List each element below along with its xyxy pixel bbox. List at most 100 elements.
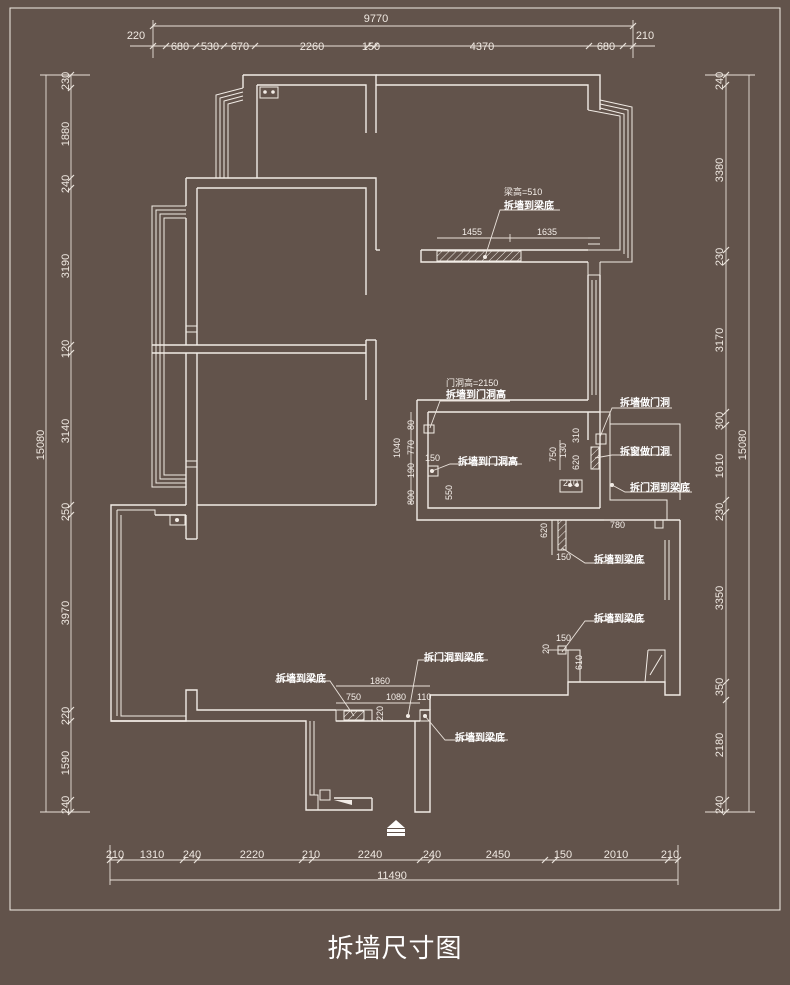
bottom-dim-9: 150 (554, 849, 572, 861)
beam-dim-right: 1635 (537, 227, 557, 237)
dim-130: 130 (558, 443, 568, 458)
bottom-dim-10: 2010 (604, 849, 628, 861)
top-dim-5: 2260 (300, 41, 324, 53)
left-dim-1: 230 (60, 72, 72, 90)
dim-150-b: 150 (556, 552, 571, 562)
dim-310: 310 (571, 428, 581, 443)
top-dimension-chain (130, 20, 655, 58)
dim-210: 210 (563, 478, 578, 488)
dimension-tick (67, 511, 75, 519)
dimension-tick (722, 81, 730, 89)
dim-780: 780 (610, 520, 625, 530)
dim-770: 770 (406, 440, 416, 455)
bottom-dim-4: 2220 (240, 849, 264, 861)
dimension-tick (722, 508, 730, 516)
dim-110: 110 (417, 692, 431, 702)
dimension-tick (722, 421, 730, 429)
dimension-tick (179, 856, 187, 864)
note-door-beam-2: 拆门洞到梁底 (424, 651, 484, 664)
left-dim-5: 120 (60, 340, 72, 358)
dim-1080: 1080 (386, 692, 406, 702)
dimension-tick (220, 42, 228, 50)
drawing-caption: 拆墙尺寸图 (327, 934, 463, 964)
bottom-dim-2: 1310 (140, 849, 164, 861)
note-wall-beam-2: 拆墙到梁底 (594, 553, 644, 566)
right-dimension-chain (705, 71, 755, 816)
left-dim-7: 250 (60, 503, 72, 521)
left-dim-10: 1590 (60, 751, 72, 775)
dimension-tick (67, 808, 75, 816)
dimension-tick (722, 796, 730, 804)
left-dim-3: 240 (60, 175, 72, 193)
dimension-tick (722, 258, 730, 266)
left-dim-9: 220 (60, 707, 72, 725)
dimension-tick (427, 856, 435, 864)
dimension-tick (106, 856, 114, 864)
dimension-tick (298, 856, 306, 864)
dimension-tick (67, 84, 75, 92)
right-dim-11: 240 (714, 796, 726, 814)
dim-150-a: 150 (425, 453, 440, 463)
dim-80: 80 (406, 420, 416, 430)
dimension-tick (162, 42, 170, 50)
dimension-tick (67, 71, 75, 79)
dim-550: 550 (444, 485, 454, 500)
dimension-tick (664, 856, 672, 864)
note-wall-beam-3: 拆墙到梁底 (594, 612, 644, 625)
top-dim-3: 530 (201, 41, 219, 53)
dim-620-b: 620 (539, 523, 549, 538)
top-dim-2: 680 (171, 41, 189, 53)
right-dim-2: 3380 (714, 158, 726, 182)
dimension-tick (67, 174, 75, 182)
right-dim-1: 240 (714, 72, 726, 90)
dimension-tick (251, 42, 259, 50)
bottom-dim-8: 2450 (486, 849, 510, 861)
dimension-tick (674, 856, 682, 864)
dim-220: 220 (375, 706, 385, 721)
dim-1860: 1860 (370, 676, 390, 686)
left-dim-4: 3190 (60, 254, 72, 278)
right-dim-7: 230 (714, 503, 726, 521)
dim-150-c: 150 (556, 633, 571, 643)
dimension-tick (416, 856, 424, 864)
dimension-tick (619, 42, 627, 50)
left-dimension-chain (40, 71, 90, 816)
note-wall-beam-4: 拆墙到梁底 (276, 672, 326, 685)
right-dim-4: 3170 (714, 328, 726, 352)
dim-20: 20 (541, 644, 551, 654)
dimension-tick (67, 184, 75, 192)
hatched-beam-1 (436, 250, 522, 262)
right-dim-10: 2180 (714, 733, 726, 757)
top-dim-7: 4370 (470, 41, 494, 53)
dim-750-b: 750 (346, 692, 361, 702)
dimension-tick (722, 678, 730, 686)
dim-620-a: 620 (571, 455, 581, 470)
left-dim-8: 3970 (60, 601, 72, 625)
bottom-dim-5: 210 (302, 849, 320, 861)
top-dim-4: 670 (231, 41, 249, 53)
dim-750-a: 750 (548, 447, 558, 462)
left-total-dim: 15080 (35, 430, 47, 461)
bottom-dim-6: 2240 (358, 849, 382, 861)
bottom-dim-7: 240 (423, 849, 441, 861)
dimension-tick (116, 856, 124, 864)
drawing-frame (9, 7, 781, 911)
top-dim-6: 150 (362, 41, 380, 53)
dimension-tick (67, 706, 75, 714)
dim-190: 190 (406, 463, 416, 478)
dim-800: 800 (406, 490, 416, 505)
note-wall-beam-5: 拆墙到梁底 (455, 731, 505, 744)
bottom-dim-1: 210 (106, 849, 124, 861)
top-dim-8: 680 (597, 41, 615, 53)
hatched-wall-2 (557, 519, 567, 551)
note-wall-door: 拆墙做门洞 (620, 396, 670, 409)
dimension-tick (192, 42, 200, 50)
top-dim-1: 220 (127, 30, 145, 42)
beam-dim-left: 1455 (462, 227, 482, 237)
dimension-tick (722, 246, 730, 254)
right-total-dim: 15080 (737, 430, 749, 461)
bottom-dimension-chain (106, 845, 682, 885)
dimension-tick (551, 856, 559, 864)
annotation-leaders (275, 209, 692, 741)
